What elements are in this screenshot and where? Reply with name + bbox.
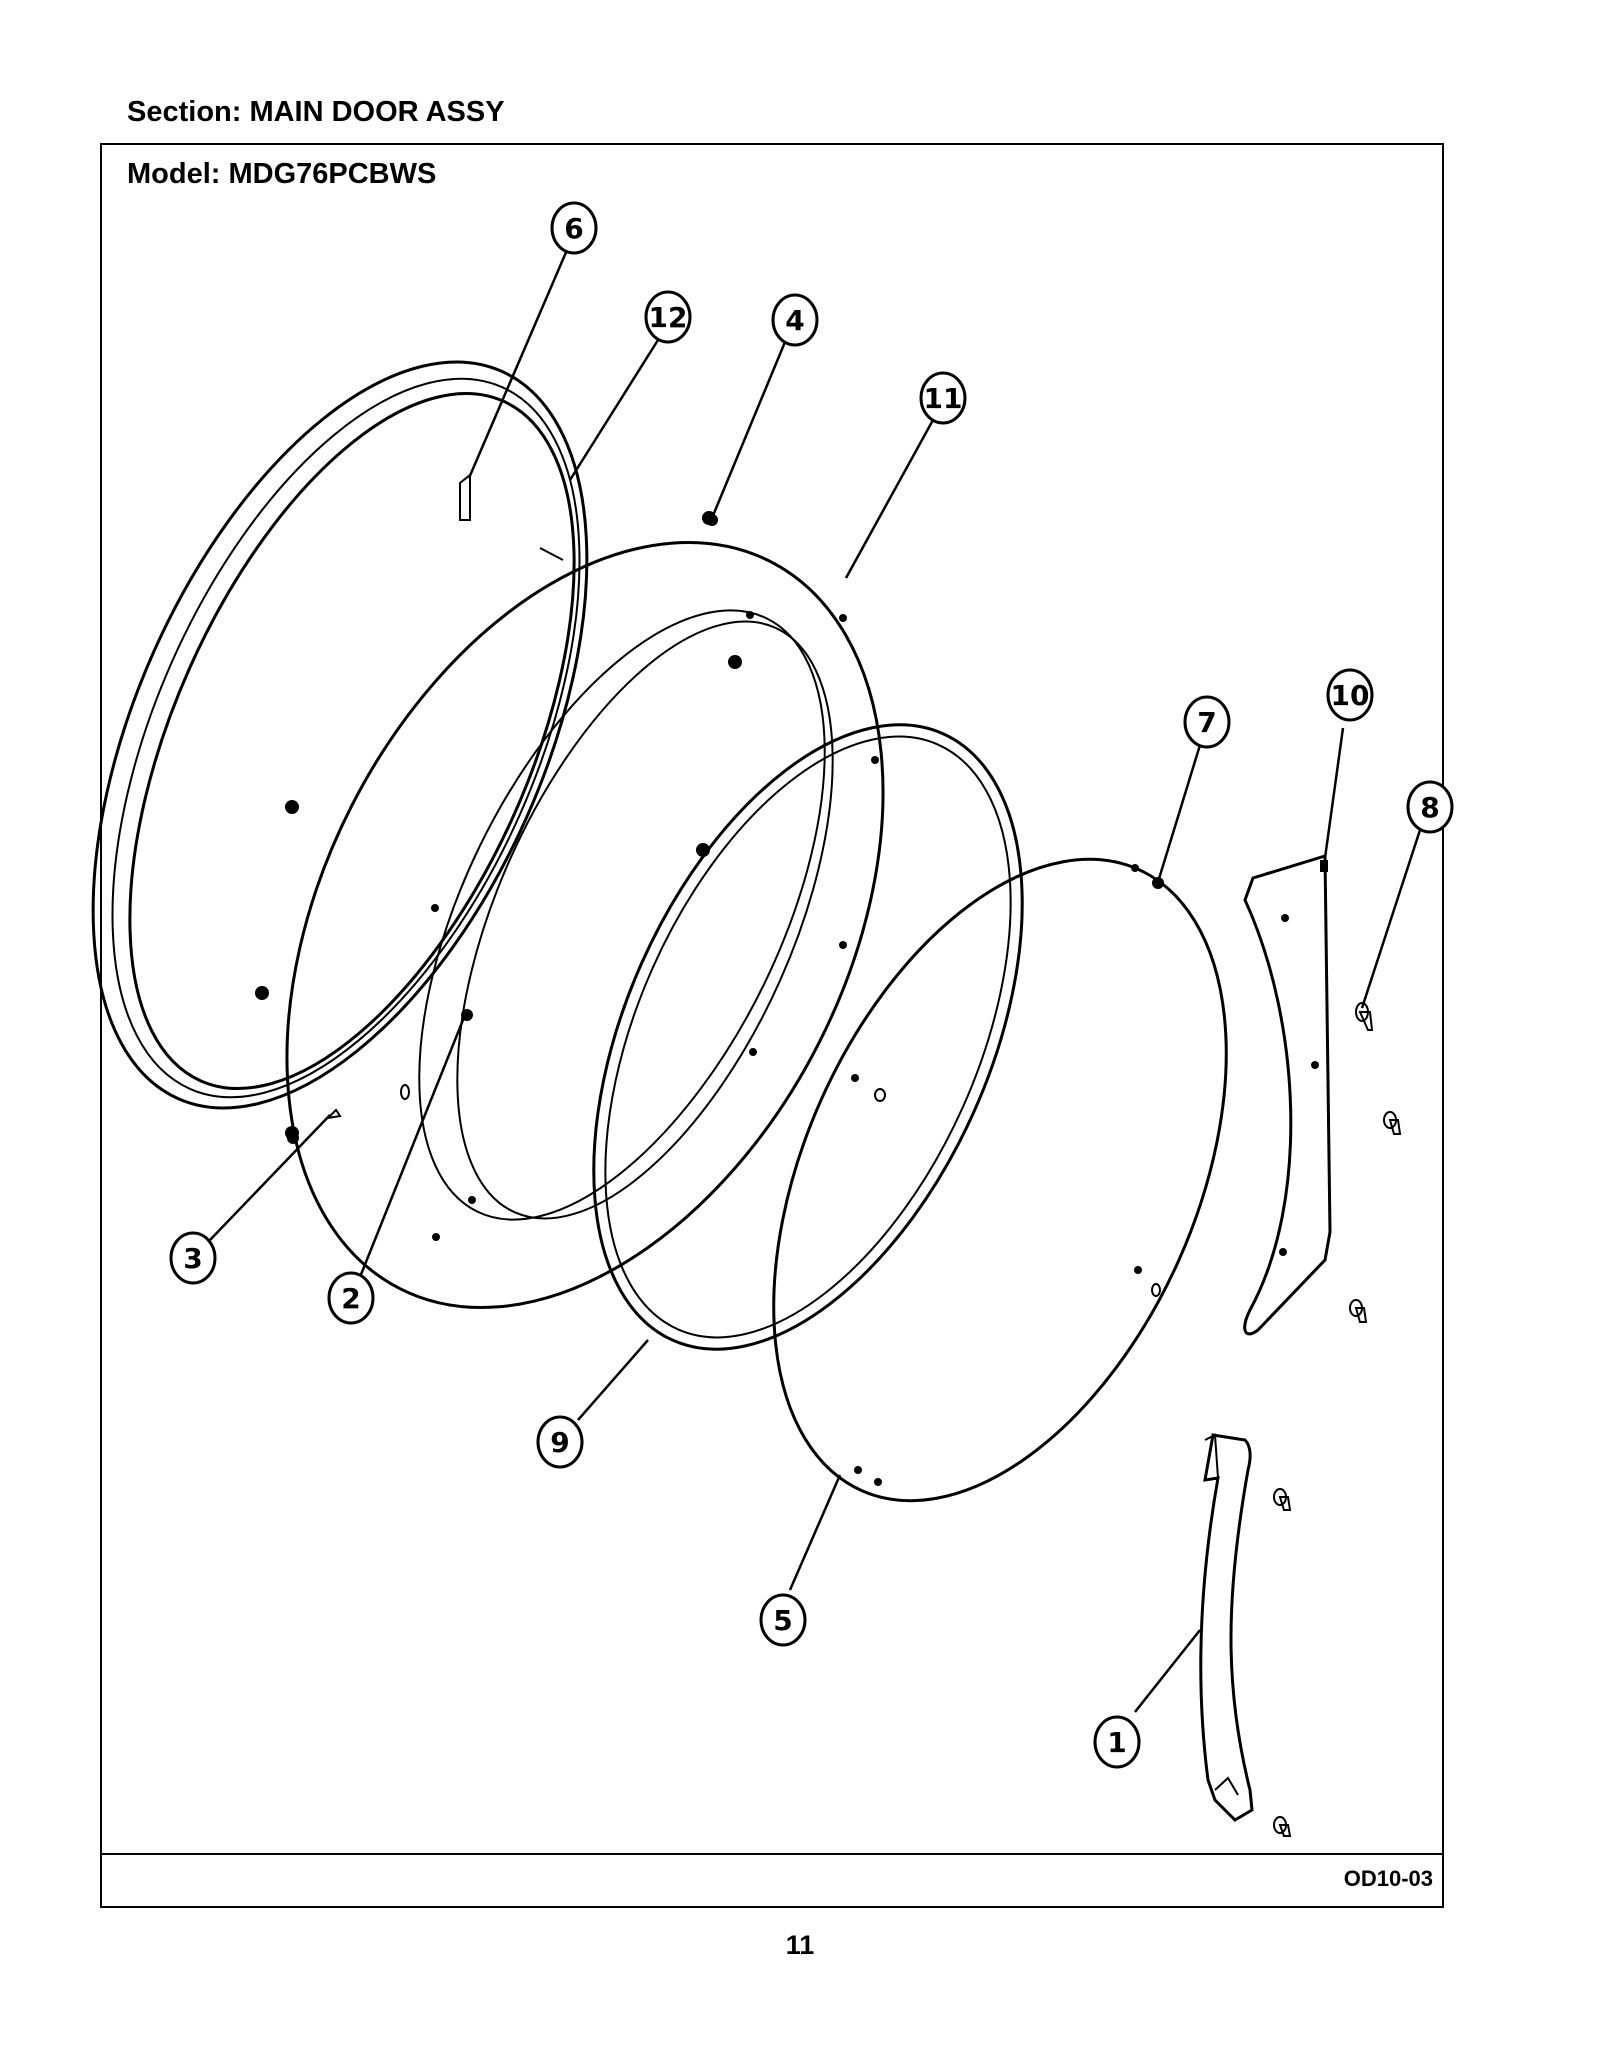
callout-3: 3	[169, 1231, 217, 1285]
svg-text:3: 3	[183, 1242, 202, 1275]
svg-text:9: 9	[550, 1426, 569, 1459]
callout-5: 5	[759, 1593, 807, 1647]
callouts: 6 12 4 11 7 10 8 3	[169, 201, 1454, 1769]
callout-7: 7	[1183, 695, 1231, 749]
svg-text:12: 12	[649, 301, 688, 334]
callout-9: 9	[536, 1415, 584, 1469]
svg-text:10: 10	[1331, 679, 1370, 712]
outer-door-ring	[91, 360, 589, 1110]
glass-panel-fasteners	[851, 864, 1164, 1486]
callout-8: 8	[1406, 780, 1454, 834]
svg-text:6: 6	[564, 212, 583, 245]
diagram-frame	[100, 143, 1444, 1908]
svg-text:7: 7	[1197, 706, 1216, 739]
frame-divider	[100, 1853, 1444, 1855]
glass-panel	[772, 857, 1228, 1503]
section-title: Section: MAIN DOOR ASSY	[127, 96, 505, 128]
door-panel-frame	[285, 541, 885, 1309]
callout-1: 1	[1093, 1715, 1141, 1769]
hinge-bracket	[1243, 853, 1332, 1336]
callout-10: 10	[1326, 668, 1374, 722]
tab-part	[459, 472, 471, 521]
svg-text:2: 2	[341, 1282, 360, 1315]
callout-11: 11	[919, 371, 967, 425]
callout-6: 6	[550, 201, 598, 255]
svg-text:11: 11	[924, 382, 963, 415]
svg-text:8: 8	[1420, 791, 1439, 824]
svg-text:1: 1	[1107, 1726, 1126, 1759]
callout-12: 12	[644, 290, 692, 344]
gasket-ring	[592, 723, 1024, 1351]
page-number: 11	[785, 1930, 815, 1960]
svg-text:5: 5	[773, 1604, 792, 1637]
callout-4: 4	[771, 293, 819, 347]
screws	[325, 1002, 1402, 1837]
callout-2: 2	[327, 1271, 375, 1325]
svg-text:4: 4	[785, 304, 804, 337]
model-label: Model: MDG76PCBWS	[127, 158, 437, 190]
figure-code: OD10-03	[1343, 1866, 1433, 1891]
door-handle	[1199, 1433, 1254, 1822]
leader-lines	[209, 249, 1422, 1713]
